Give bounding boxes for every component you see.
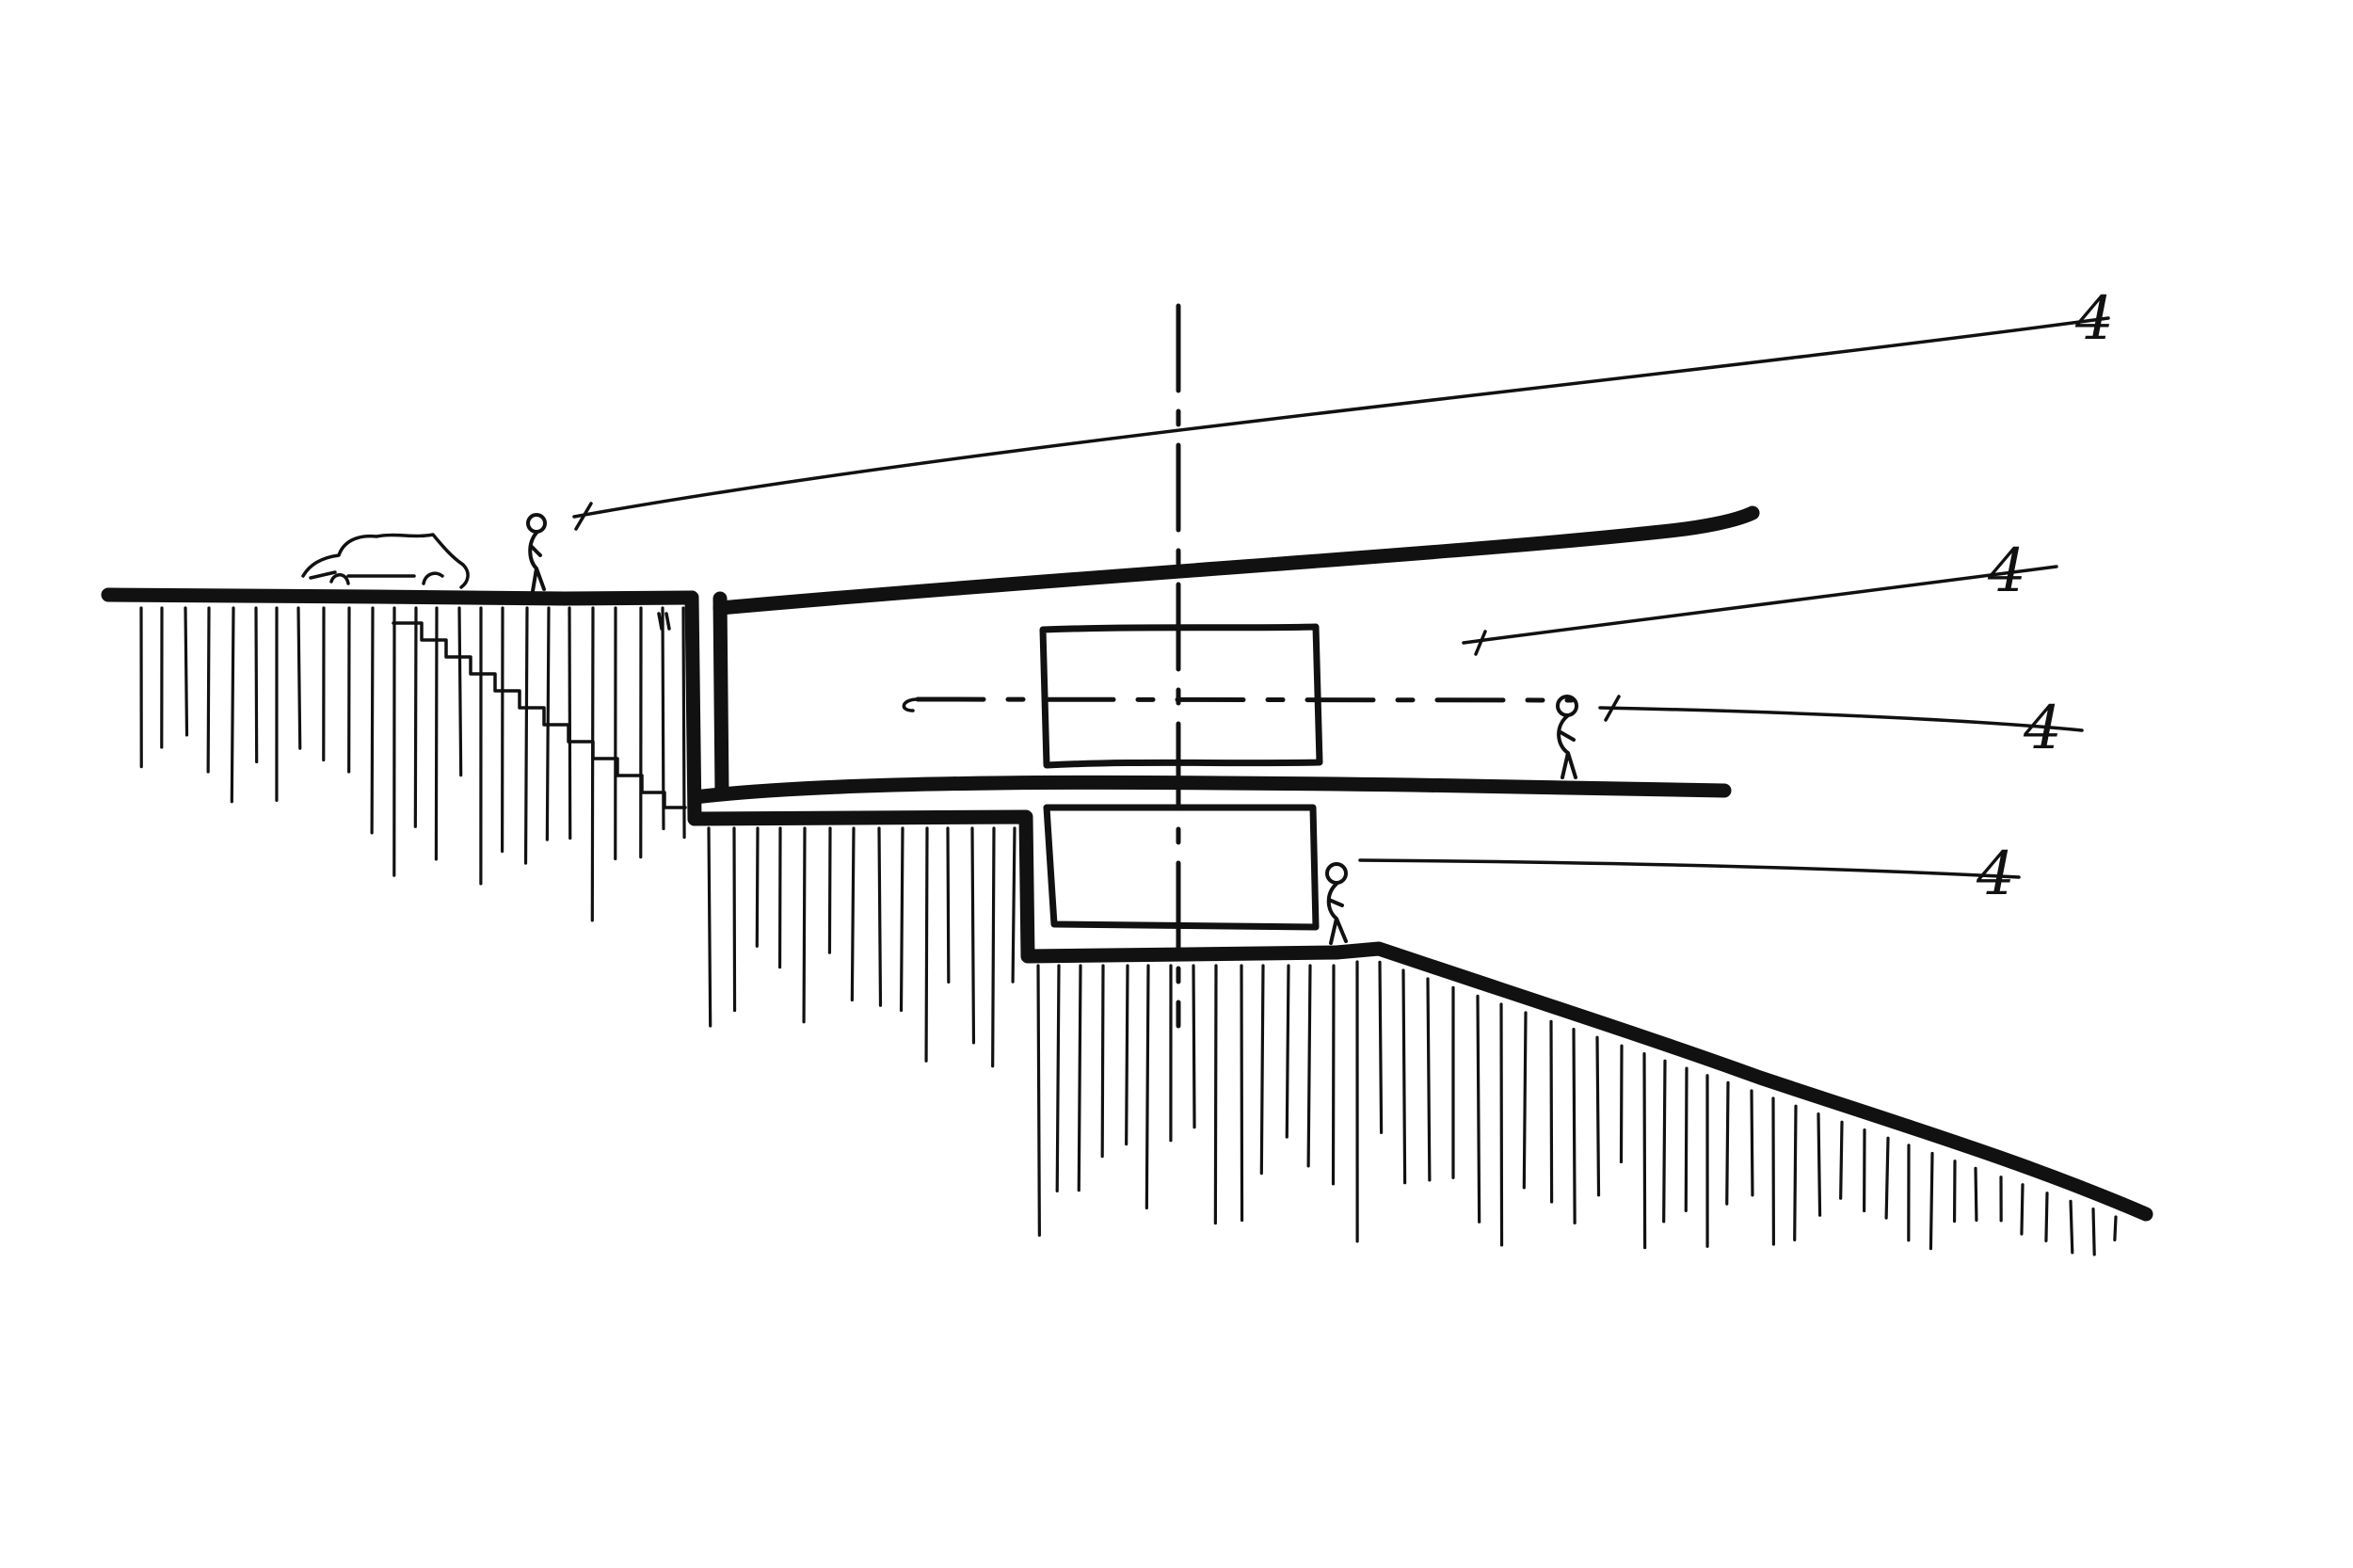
hatch-line: [457, 606, 463, 777]
person-floor-level: [1556, 695, 1578, 779]
hatch-line: [1642, 1051, 1647, 1250]
upper-ground-line: [101, 587, 699, 606]
hatch-line: [1426, 977, 1432, 1182]
hatch-line: [1817, 1112, 1822, 1217]
horizontal-axis-hook: [902, 697, 920, 712]
hatch-line: [1974, 1166, 1978, 1223]
hatch-line: [1285, 964, 1290, 1139]
hatch-line: [1499, 1002, 1504, 1247]
sight-line-middle-tick: [1604, 695, 1621, 722]
car-sketch: [301, 533, 470, 589]
hatch-line: [413, 606, 418, 828]
sight-mark-lower: 4: [1976, 840, 2015, 909]
hatch-line: [2091, 1208, 2096, 1256]
hatch-line: [1662, 1059, 1667, 1224]
hatch-line: [1725, 1080, 1730, 1206]
upper-glazed-box: [1039, 623, 1323, 769]
hatch-line: [590, 606, 595, 922]
hatch-line: [1125, 964, 1129, 1146]
hatch-line: [1036, 964, 1041, 1237]
hatch-line: [802, 826, 807, 1024]
person-street-level: [526, 513, 547, 593]
hatch-line: [1929, 1151, 1934, 1251]
hatch-line: [1572, 1028, 1577, 1224]
hatch-line: [434, 606, 439, 861]
hatch-line: [1619, 1044, 1624, 1164]
hatch-line: [1144, 964, 1150, 1210]
hatch-line: [1055, 964, 1061, 1193]
hatch-line: [1306, 964, 1312, 1168]
hatch-line: [1077, 964, 1082, 1192]
hatch-line: [523, 606, 529, 865]
sight-line-upper-middle: [1462, 565, 2058, 645]
wall-tick-mark: [657, 612, 671, 631]
hatch-line: [1549, 1019, 1554, 1204]
hatch-line: [877, 826, 883, 1007]
person-lower-level: [1325, 862, 1348, 945]
hatch-line: [681, 606, 686, 840]
hatch-line: [2069, 1199, 2074, 1255]
hatch-line: [568, 606, 572, 840]
hatch-line: [924, 826, 929, 1063]
sight-line-middle: [1598, 706, 2084, 732]
hatch-line: [946, 826, 951, 984]
hatch-line: [2020, 1183, 2025, 1236]
hatch-line: [827, 826, 832, 954]
floor-slab: [687, 775, 1732, 805]
stair-flight: [392, 621, 687, 809]
hatch-line: [707, 826, 712, 1028]
hatch-line: [755, 826, 760, 948]
hatch-line: [370, 606, 375, 835]
hatch-line: [2113, 1215, 2118, 1242]
ground-hatching: [139, 606, 2118, 1256]
sight-line-upper: [572, 316, 2110, 519]
sight-mark-upper-middle: 4: [1987, 536, 2026, 606]
hatch-line: [2044, 1192, 2049, 1242]
hatch-line: [184, 606, 189, 737]
hatch-line: [254, 606, 259, 764]
lower-step-ground: [687, 809, 1344, 964]
sight-mark-upper: 4: [2074, 284, 2114, 354]
lower-glazed-box: [1043, 804, 1320, 931]
hatch-line: [732, 826, 737, 1013]
hatch-line: [991, 826, 996, 1068]
sight-mark-middle: 4: [2023, 694, 2062, 763]
sight-line-upper-tick: [574, 502, 593, 531]
hatch-line: [850, 826, 856, 1002]
hatch-line: [1476, 994, 1481, 1224]
hatch-line: [1884, 1136, 1890, 1220]
horizontal-axis-line: [915, 696, 1575, 703]
hillside-slope: [1329, 941, 2153, 1222]
hatch-line: [1401, 968, 1407, 1185]
hatch-line: [1793, 1104, 1798, 1241]
sight-line-upper-middle-tick: [1474, 630, 1487, 656]
hatch-line: [1839, 1120, 1844, 1200]
hatch-line: [1192, 964, 1196, 1129]
retaining-wall-inner: [712, 591, 729, 800]
retaining-wall-outer: [684, 590, 702, 826]
hatch-line: [296, 606, 302, 750]
hatch-line: [970, 826, 976, 1045]
hatch-line: [1522, 1011, 1528, 1190]
roof-slab: [712, 505, 1760, 616]
hatch-line: [1100, 964, 1105, 1159]
hatch-line: [1213, 964, 1218, 1225]
hatch-line: [1240, 964, 1244, 1223]
hatch-line: [1750, 1089, 1754, 1197]
hatch-line: [1259, 964, 1265, 1176]
hatch-line: [899, 826, 904, 1013]
hatch-line: [1378, 960, 1384, 1134]
hatch-line: [1595, 1035, 1601, 1197]
hatch-line: [206, 606, 211, 774]
hatch-line: [1684, 1066, 1689, 1213]
hatch-line: [230, 606, 235, 804]
sight-line-lower: [1358, 858, 2021, 879]
hatch-line: [1011, 826, 1016, 984]
